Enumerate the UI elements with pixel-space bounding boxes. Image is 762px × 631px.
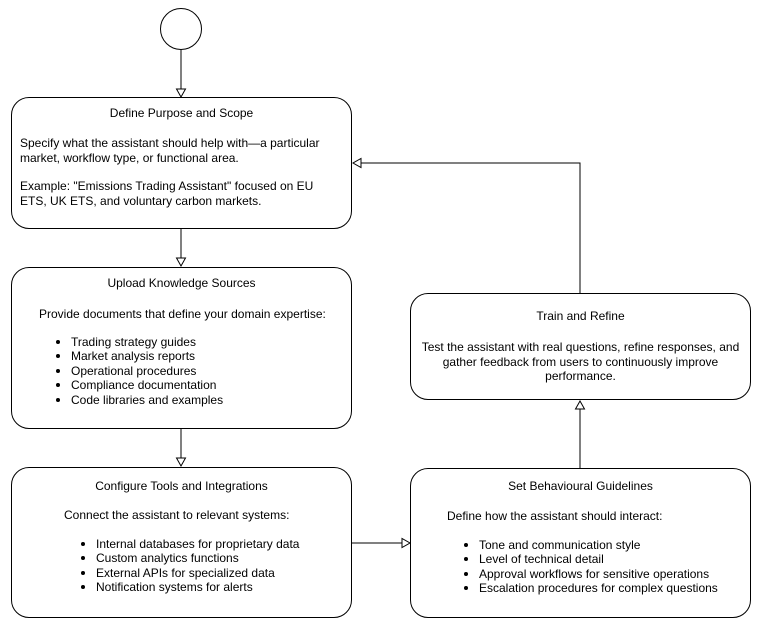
knowledge-list: Trading strategy guides Market analysis … bbox=[53, 335, 345, 408]
list-item: Code libraries and examples bbox=[53, 393, 345, 408]
list-item: Tone and communication style bbox=[461, 538, 744, 553]
arrowhead bbox=[351, 157, 362, 169]
node-upload-knowledge: Upload Knowledge Sources Provide documen… bbox=[11, 267, 352, 429]
edge-train-to-purpose bbox=[361, 162, 581, 293]
node-title: Train and Refine bbox=[536, 309, 625, 323]
list-item: Escalation procedures for complex questi… bbox=[461, 581, 744, 596]
node-description: Specify what the assistant should help w… bbox=[20, 136, 320, 165]
node-intro: Define how the assistant should interact… bbox=[447, 509, 663, 523]
node-title: Set Behavioural Guidelines bbox=[508, 479, 653, 493]
list-item: Notification systems for alerts bbox=[78, 580, 345, 595]
node-intro: Connect the assistant to relevant system… bbox=[64, 508, 290, 522]
node-example: Example: "Emissions Trading Assistant" f… bbox=[20, 179, 314, 208]
node-title: Upload Knowledge Sources bbox=[107, 276, 256, 290]
guidelines-list: Tone and communication style Level of te… bbox=[461, 538, 744, 596]
node-intro: Provide documents that define your domai… bbox=[39, 307, 326, 321]
list-item: Internal databases for proprietary data bbox=[78, 537, 345, 552]
node-train-refine: Train and Refine Test the assistant with… bbox=[410, 293, 751, 400]
list-item: Market analysis reports bbox=[53, 349, 345, 364]
node-behavioural-guidelines: Set Behavioural Guidelines Define how th… bbox=[410, 468, 751, 618]
arrowhead bbox=[175, 257, 187, 268]
node-title: Configure Tools and Integrations bbox=[95, 479, 268, 493]
list-item: Level of technical detail bbox=[461, 552, 744, 567]
list-item: Operational procedures bbox=[53, 364, 345, 379]
node-define-purpose: Define Purpose and Scope Specify what th… bbox=[11, 97, 352, 229]
node-title: Define Purpose and Scope bbox=[109, 106, 254, 120]
list-item: Trading strategy guides bbox=[53, 335, 345, 350]
node-configure-tools: Configure Tools and Integrations Connect… bbox=[11, 467, 352, 618]
list-item: Approval workflows for sensitive operati… bbox=[461, 567, 744, 582]
list-item: Compliance documentation bbox=[53, 378, 345, 393]
arrowhead bbox=[574, 399, 586, 410]
list-item: Custom analytics functions bbox=[78, 551, 345, 566]
arrowhead bbox=[401, 537, 412, 549]
arrowhead bbox=[175, 88, 187, 99]
list-item: External APIs for specialized data bbox=[78, 566, 345, 581]
start-node bbox=[160, 8, 202, 50]
arrowhead bbox=[175, 457, 187, 468]
node-description: Test the assistant with real questions, … bbox=[421, 340, 740, 383]
tools-list: Internal databases for proprietary data … bbox=[78, 537, 345, 595]
